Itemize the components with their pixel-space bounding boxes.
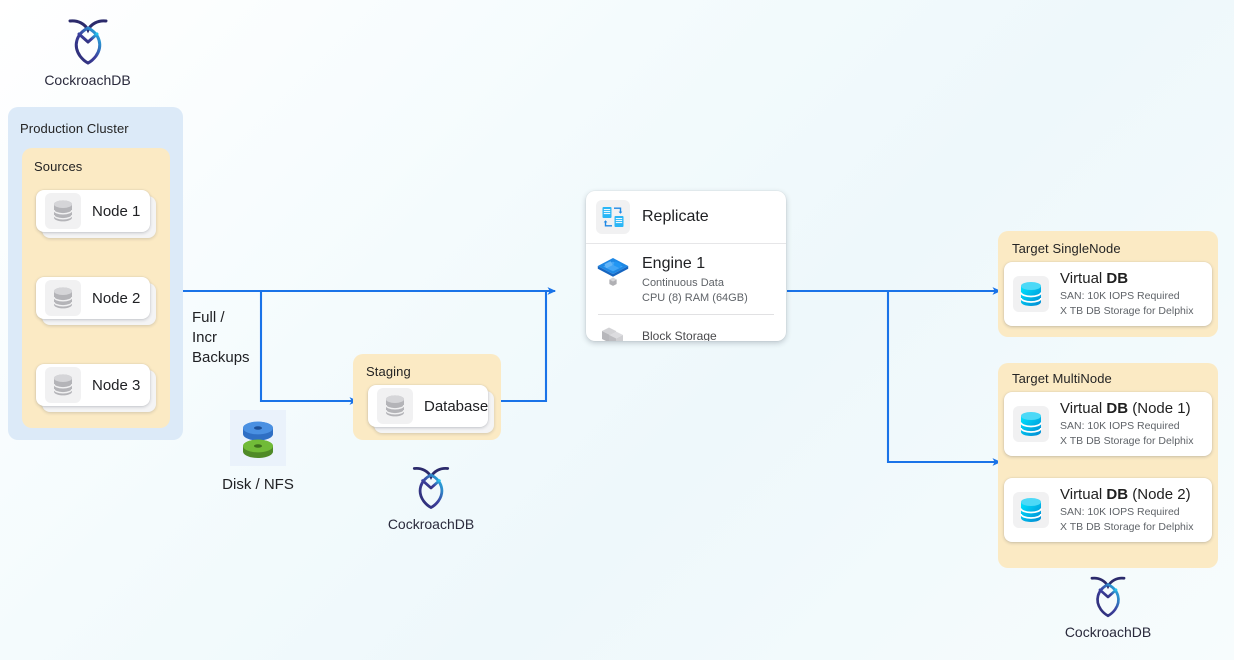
node-card[interactable]: Node 3 <box>36 364 150 406</box>
engine-title: Engine 1 <box>642 255 706 272</box>
replicate-title: Replicate <box>642 208 709 225</box>
cockroachdb-logo-staging-label: CockroachDB <box>387 516 475 532</box>
virtual-db-icon <box>1013 492 1049 528</box>
node-label: Node 1 <box>92 202 141 220</box>
database-icon <box>45 367 81 403</box>
backups-label-line-3: Backups <box>192 348 250 366</box>
block-storage-row: Block Storage <box>586 315 786 341</box>
node-card[interactable]: Node 1 <box>36 190 150 232</box>
virtual-db-text-block: Virtual DB (Node 1) SAN: 10K IOPS Requir… <box>1060 400 1193 448</box>
virtual-db-sub-1: SAN: 10K IOPS Required <box>1060 290 1180 303</box>
virtual-db-sub-2: X TB DB Storage for Delphix <box>1060 520 1194 533</box>
database-icon <box>45 280 81 316</box>
cockroachdb-logo-target: CockroachDB <box>1052 572 1164 640</box>
virtual-db-icon <box>1013 406 1049 442</box>
virtual-db-sub-1: SAN: 10K IOPS Required <box>1060 420 1180 433</box>
virtual-db-title: Virtual DB (Node 1) <box>1060 400 1191 418</box>
virtual-db-title: Virtual DB <box>1060 270 1129 288</box>
virtual-db-text-block: Virtual DB SAN: 10K IOPS Required X TB D… <box>1060 270 1193 318</box>
cockroachdb-logo-top-label: CockroachDB <box>44 72 131 88</box>
disk-nfs-label: Disk / NFS <box>222 476 294 493</box>
disk-stack-icon <box>230 410 286 466</box>
virtual-db-sub-1: SAN: 10K IOPS Required <box>1060 506 1180 519</box>
virtual-db-text-block: Virtual DB (Node 2) SAN: 10K IOPS Requir… <box>1060 486 1193 534</box>
source-node-2[interactable]: Node 2 <box>36 277 156 325</box>
node-label: Node 3 <box>92 376 141 394</box>
replicate-header[interactable]: Replicate <box>586 191 786 244</box>
engine-subtitle-1: Continuous Data <box>642 277 724 290</box>
replicate-engine-panel[interactable]: Replicate Engine 1 Continuous Data CPU <box>586 191 786 341</box>
production-cluster-label: Production Cluster <box>20 121 129 136</box>
database-icon <box>45 193 81 229</box>
virtual-db-card-single[interactable]: Virtual DB SAN: 10K IOPS Required X TB D… <box>1004 262 1212 326</box>
cockroachdb-logo-icon <box>68 19 107 65</box>
backups-edge-label: Full / Incr Backups <box>192 308 250 368</box>
backups-label-line-1: Full / <box>192 309 225 326</box>
virtual-db-card-node1[interactable]: Virtual DB (Node 1) SAN: 10K IOPS Requir… <box>1004 392 1212 456</box>
target-multinode-label: Target MultiNode <box>1012 371 1112 386</box>
cockroachdb-logo-icon <box>412 466 450 510</box>
block-storage-label: Block Storage <box>642 329 717 341</box>
cockroachdb-logo-top: CockroachDB <box>30 14 145 88</box>
engine-details: Engine 1 Continuous Data CPU (8) RAM (64… <box>586 244 786 305</box>
engine-subtitle-2: CPU (8) RAM (64GB) <box>642 291 748 304</box>
disk-nfs-node: Disk / NFS <box>222 410 294 493</box>
virtual-db-icon <box>1013 276 1049 312</box>
block-storage-icon <box>596 322 630 341</box>
node-label: Node 2 <box>92 289 141 307</box>
cockroachdb-logo-staging: CockroachDB <box>375 462 487 532</box>
engine-diamond-icon <box>596 254 630 296</box>
source-node-3[interactable]: Node 3 <box>36 364 156 412</box>
engine-text-block: Engine 1 Continuous Data CPU (8) RAM (64… <box>642 254 748 305</box>
node-label: Database <box>424 397 489 415</box>
node-card[interactable]: Node 2 <box>36 277 150 319</box>
node-card[interactable]: Database <box>368 385 488 427</box>
virtual-db-card-node2[interactable]: Virtual DB (Node 2) SAN: 10K IOPS Requir… <box>1004 478 1212 542</box>
virtual-db-title: Virtual DB (Node 2) <box>1060 486 1191 504</box>
backups-label-line-2: Incr <box>192 328 218 346</box>
sources-label: Sources <box>34 159 83 174</box>
replicate-icon <box>596 200 630 234</box>
target-singlenode-label: Target SingleNode <box>1012 241 1121 256</box>
engine-divider <box>598 314 774 316</box>
source-node-1[interactable]: Node 1 <box>36 190 156 238</box>
virtual-db-sub-2: X TB DB Storage for Delphix <box>1060 304 1194 317</box>
cockroachdb-logo-icon <box>1090 576 1126 618</box>
database-icon <box>377 388 413 424</box>
staging-label: Staging <box>366 364 411 379</box>
staging-database-node[interactable]: Database <box>368 385 494 433</box>
virtual-db-sub-2: X TB DB Storage for Delphix <box>1060 434 1194 447</box>
cockroachdb-logo-target-label: CockroachDB <box>1064 624 1152 640</box>
